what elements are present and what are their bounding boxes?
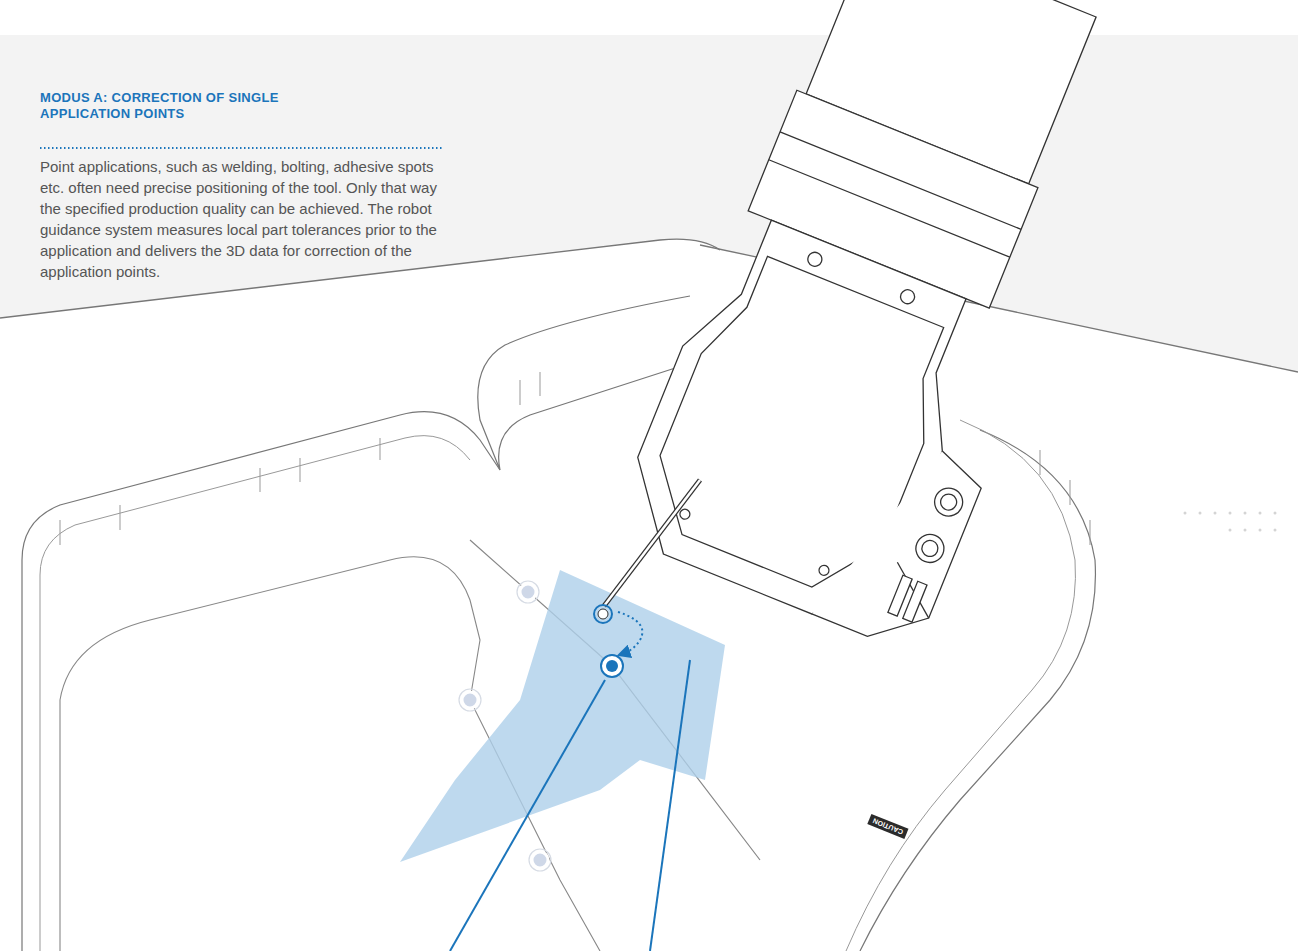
- illustration-circle: [594, 605, 612, 623]
- illustration-circle: [1259, 529, 1262, 532]
- illustration-circle: [601, 655, 623, 677]
- illustration-circle: [529, 849, 551, 871]
- illustration-circle: [1274, 529, 1277, 532]
- illustration-circle: [817, 564, 830, 577]
- illustration-path: [636, 247, 967, 606]
- illustration-circle: [1214, 512, 1217, 515]
- illustration-circle: [806, 250, 824, 268]
- illustration-circle: [1199, 512, 1202, 515]
- illustration-path: [400, 570, 725, 862]
- illustration-circle: [1274, 512, 1277, 515]
- illustration-path: [0, 239, 1298, 951]
- illustration-circle: [532, 852, 548, 868]
- illustration-circle: [598, 609, 608, 619]
- illustration-g: [459, 581, 551, 871]
- illustration-path: [618, 612, 642, 654]
- illustration-path: [60, 438, 380, 545]
- illustration-circle: [1244, 512, 1247, 515]
- illustration-circle: [459, 689, 481, 711]
- illustration-rect: [903, 581, 927, 622]
- body-text: Point applications, such as welding, bol…: [40, 156, 452, 282]
- illustration-circle: [912, 530, 948, 566]
- illustration-path: [812, 429, 989, 656]
- illustration-circle: [1229, 512, 1232, 515]
- illustration-circle: [930, 484, 966, 520]
- illustration-path: [40, 436, 470, 951]
- illustration-path: [604, 480, 700, 606]
- illustration-circle: [1259, 512, 1262, 515]
- illustration-circle: [517, 581, 539, 603]
- illustration-path: [40, 147, 443, 149]
- illustration-circle: [520, 584, 536, 600]
- illustration-path: [604, 480, 700, 606]
- illustration-circle: [606, 660, 618, 672]
- illustration-path: [22, 412, 500, 951]
- illustration-circle: [938, 492, 959, 513]
- illustration-circle: [462, 692, 478, 708]
- illustration-circle: [1229, 529, 1232, 532]
- illustration-circle: [1184, 512, 1187, 515]
- illustration-g: [608, 0, 1161, 655]
- illustration-g: [462, 584, 548, 868]
- heading: MODUS A: CORRECTION OF SINGLE APPLICATIO…: [40, 90, 280, 122]
- illustration-g: [1184, 512, 1277, 532]
- illustration-circle: [898, 288, 916, 306]
- illustration-circle: [919, 538, 940, 559]
- illustration-path: [650, 660, 690, 951]
- illustration-path: [450, 680, 605, 951]
- illustration-circle: [1244, 529, 1247, 532]
